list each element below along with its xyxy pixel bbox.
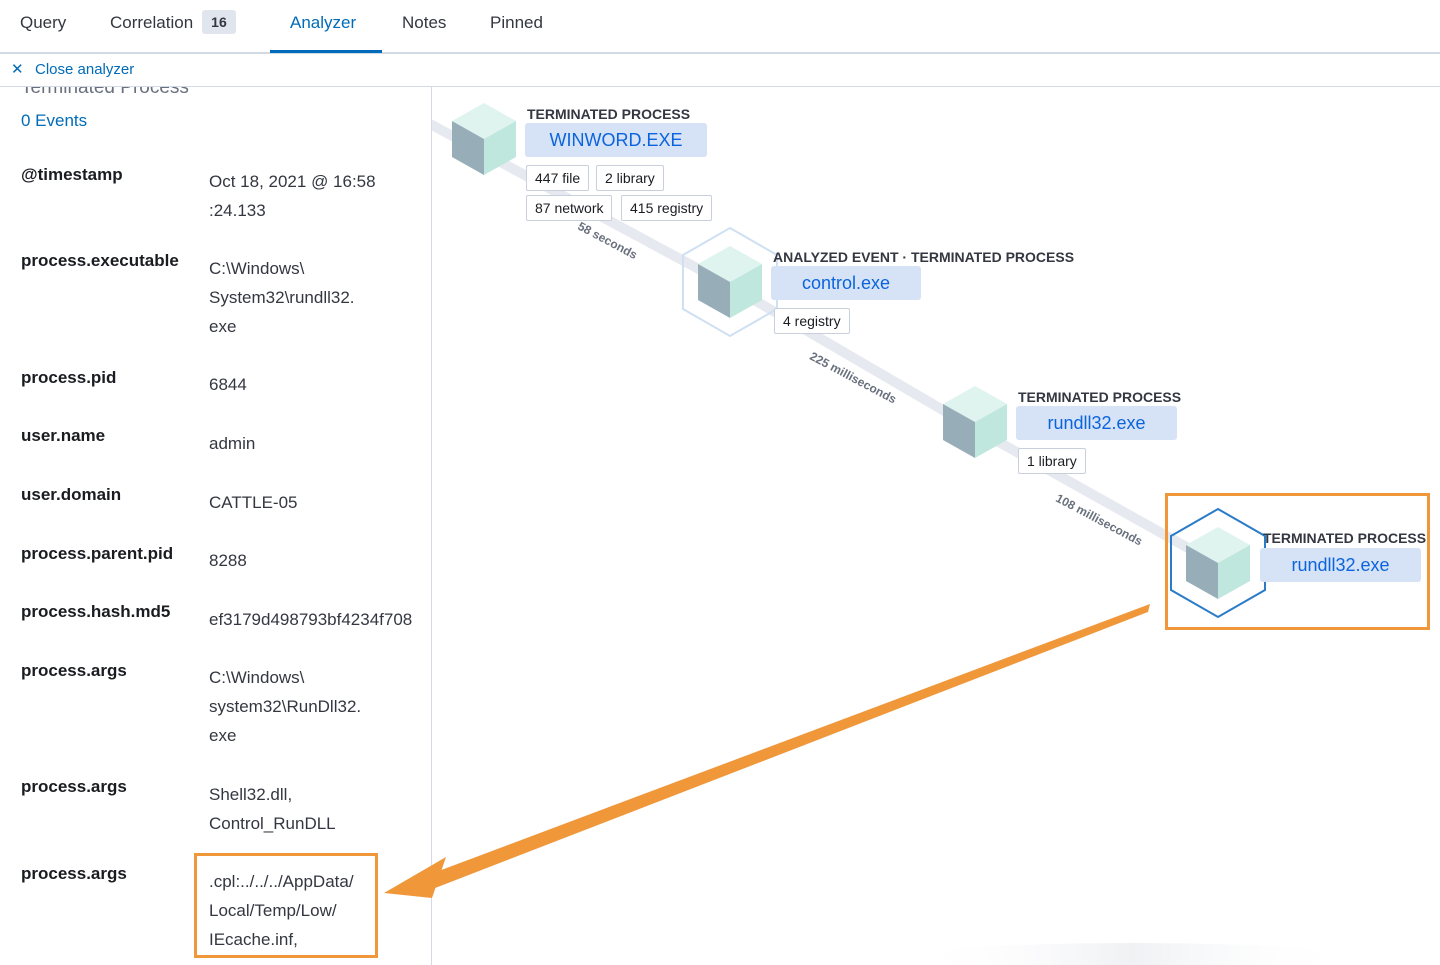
selected-cube-icon[interactable] bbox=[1170, 507, 1266, 619]
value-line: Control_RunDLL bbox=[209, 814, 336, 833]
field-value: admin bbox=[209, 429, 255, 458]
related-events-pill[interactable]: 415 registry bbox=[621, 195, 713, 221]
related-events-pill[interactable]: 1 library bbox=[1018, 448, 1086, 474]
field-value: CATTLE-05 bbox=[209, 488, 298, 517]
tab-analyzer[interactable]: Analyzer bbox=[290, 13, 357, 32]
process-details-panel: Terminated Process 0 Events @timestamp O… bbox=[1, 87, 432, 965]
field-key: user.domain bbox=[21, 485, 122, 504]
node-caption: TERMINATED PROCESS bbox=[1018, 389, 1182, 405]
events-count-link[interactable]: 0 Events bbox=[21, 111, 88, 130]
cube-icon[interactable] bbox=[943, 386, 1007, 458]
value-line: :24.133 bbox=[209, 201, 266, 220]
field-key: process.executable bbox=[21, 251, 179, 270]
close-analyzer-bar: ✕ Close analyzer bbox=[0, 54, 1440, 87]
field-value: .cpl:../../../AppData/Local/Temp/Low/IEc… bbox=[209, 867, 354, 954]
field-value: Shell32.dll, Control_RunDLL bbox=[209, 780, 336, 838]
node-highlight-box bbox=[1165, 493, 1430, 630]
value-line: admin bbox=[209, 434, 256, 453]
field-key: @timestamp bbox=[21, 165, 123, 184]
value-line: 8288 bbox=[209, 551, 247, 570]
related-events-pill[interactable]: 87 network bbox=[526, 195, 613, 221]
cube-icon[interactable] bbox=[452, 103, 516, 175]
value-line: 6844 bbox=[209, 375, 247, 394]
value-line: ef3179d498793bf4234f708 bbox=[209, 610, 413, 629]
timeline-tabs: Query Correlation 16 Analyzer Notes Pinne… bbox=[0, 0, 1440, 54]
field-value: Oct 18, 2021 @ 16:58 :24.133 bbox=[209, 167, 376, 225]
correlation-count-badge: 16 bbox=[202, 9, 236, 34]
bottom-shadow bbox=[912, 943, 1352, 965]
panel-title: Terminated Process bbox=[21, 87, 189, 98]
edge-line bbox=[727, 282, 977, 432]
analyzed-cube-icon[interactable] bbox=[682, 226, 778, 338]
value-line: IEcache.inf, bbox=[209, 930, 298, 949]
value-line: Local/Temp/Low/ bbox=[209, 901, 337, 920]
related-events-pill[interactable]: 2 library bbox=[596, 165, 664, 191]
field-value: 6844 bbox=[209, 370, 247, 399]
field-key: user.name bbox=[21, 426, 106, 445]
process-tree-graph[interactable]: 58 seconds 225 milliseconds 108 millisec… bbox=[432, 87, 1440, 965]
field-key: process.parent.pid bbox=[21, 544, 174, 563]
node-caption: TERMINATED PROCESS bbox=[527, 106, 691, 122]
value-line: C:\Windows\ bbox=[209, 259, 305, 278]
value-line: system32\RunDll32. bbox=[209, 697, 362, 716]
related-events-pill[interactable]: 447 file bbox=[526, 165, 590, 191]
tab-notes[interactable]: Notes bbox=[402, 13, 447, 32]
node-caption: TERMINATED PROCESS bbox=[1263, 530, 1427, 546]
node-name-button[interactable]: control.exe bbox=[771, 266, 921, 300]
edge-line bbox=[967, 422, 1227, 572]
close-icon[interactable]: ✕ bbox=[11, 61, 24, 78]
value-line: System32\rundll32. bbox=[209, 288, 355, 307]
field-value: ef3179d498793bf4234f708 bbox=[209, 605, 412, 634]
node-caption: ANALYZED EVENT · TERMINATED PROCESS bbox=[773, 249, 1075, 265]
value-line: exe bbox=[209, 317, 237, 336]
field-value: C:\Windows\ System32\rundll32. exe bbox=[209, 254, 355, 341]
field-value: 8288 bbox=[209, 546, 247, 575]
field-key: process.args bbox=[21, 777, 127, 796]
close-analyzer-link[interactable]: Close analyzer bbox=[35, 61, 135, 78]
field-key: process.hash.md5 bbox=[21, 602, 171, 621]
tab-correlation[interactable]: Correlation 16 bbox=[110, 0, 236, 52]
tab-pinned[interactable]: Pinned bbox=[490, 13, 543, 32]
related-events-pill[interactable]: 4 registry bbox=[774, 308, 850, 334]
tab-query[interactable]: Query bbox=[20, 13, 67, 32]
value-line: Shell32.dll, bbox=[209, 785, 293, 804]
value-line: exe bbox=[209, 726, 237, 745]
field-value: C:\Windows\ system32\RunDll32. exe bbox=[209, 663, 361, 750]
field-key: process.pid bbox=[21, 368, 117, 387]
node-name-button[interactable]: WINWORD.EXE bbox=[525, 123, 707, 157]
node-name-button[interactable]: rundll32.exe bbox=[1016, 406, 1177, 440]
field-key: process.args bbox=[21, 661, 127, 680]
value-line: .cpl:../../../AppData/ bbox=[209, 872, 354, 891]
active-tab-indicator bbox=[270, 50, 382, 53]
node-name-button[interactable]: rundll32.exe bbox=[1260, 548, 1421, 582]
tab-correlation-label: Correlation bbox=[110, 13, 194, 32]
value-line: Oct 18, 2021 @ 16:58 bbox=[209, 172, 376, 191]
value-line: C:\Windows\ bbox=[209, 668, 305, 687]
args-highlight-box bbox=[194, 853, 378, 958]
field-key: process.args bbox=[21, 864, 127, 883]
value-line: CATTLE-05 bbox=[209, 493, 298, 512]
